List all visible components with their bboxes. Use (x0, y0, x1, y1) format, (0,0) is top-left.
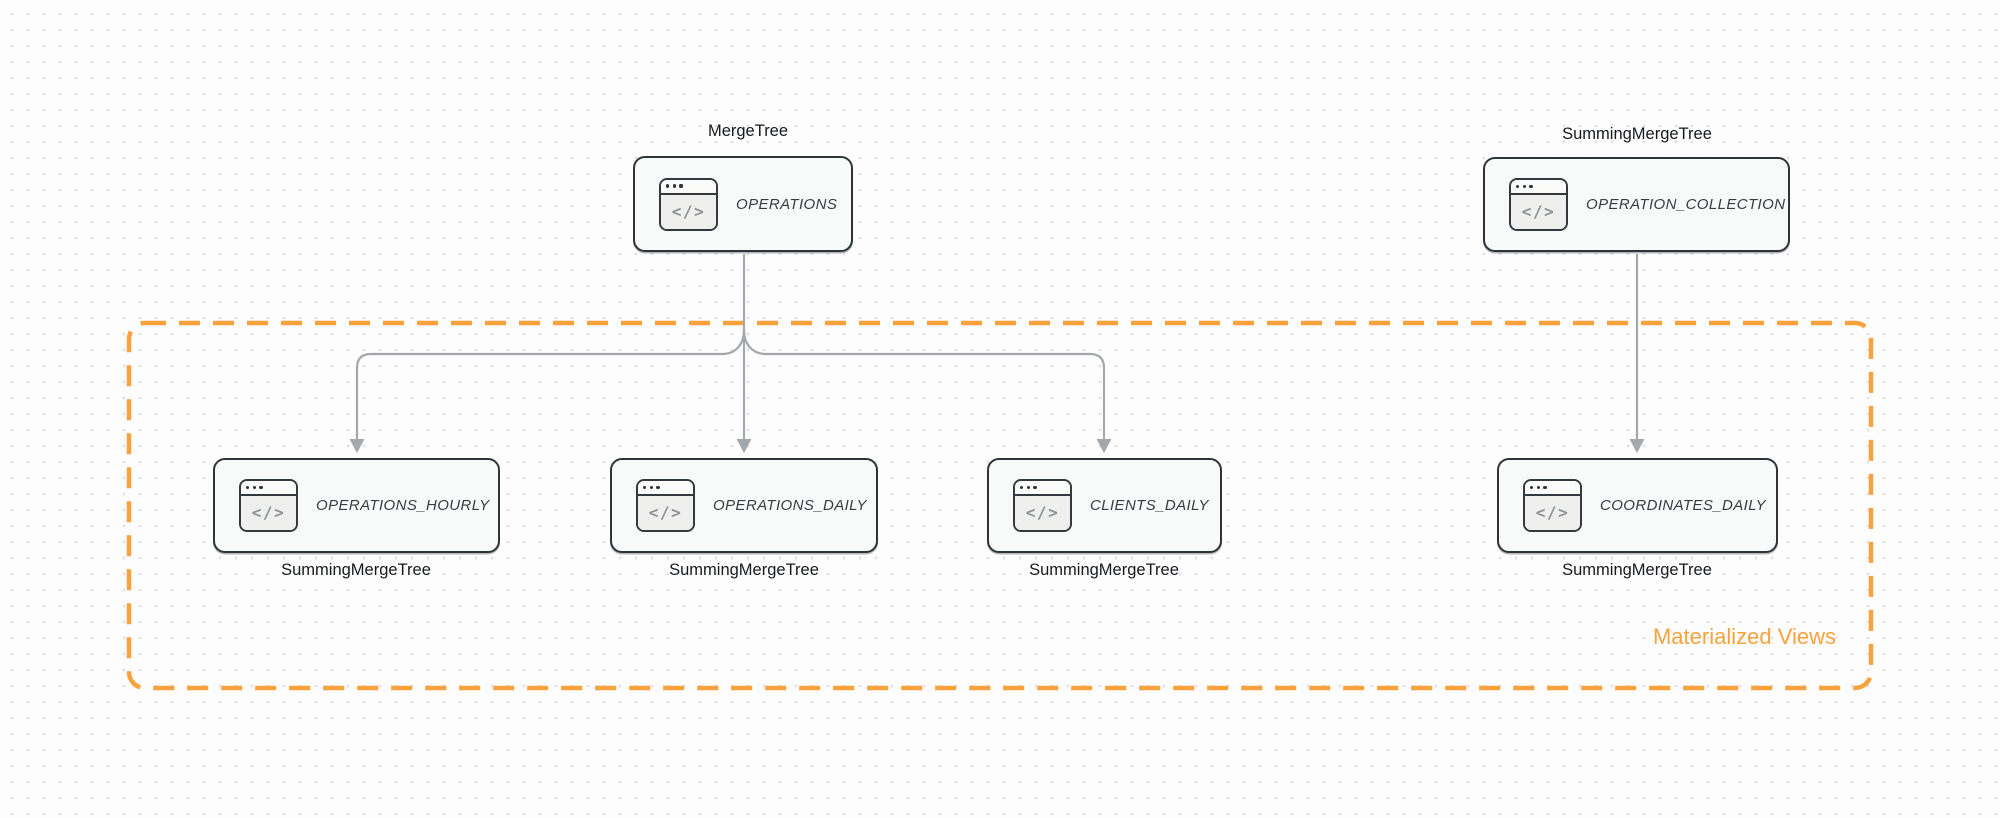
window-dots-icon (661, 179, 716, 195)
code-glyph: </> (1525, 496, 1580, 530)
window-dots-icon (638, 481, 693, 496)
node-title: OPERATION_COLLECTION (1586, 196, 1786, 213)
arrowhead-icon (1629, 439, 1645, 453)
window-dots-icon (1511, 180, 1566, 195)
engine-label-operations-hourly: SummingMergeTree (281, 561, 431, 579)
engine-label-clients-daily: SummingMergeTree (1029, 561, 1179, 579)
code-glyph: </> (1015, 496, 1070, 530)
engine-label-coordinates-daily: SummingMergeTree (1562, 561, 1712, 579)
engine-label-operations-daily: SummingMergeTree (669, 561, 819, 579)
code-glyph: </> (241, 496, 296, 530)
node-title: OPERATIONS_DAILY (713, 497, 867, 514)
code-glyph: </> (661, 194, 716, 229)
node-operations-hourly[interactable]: </> OPERATIONS_HOURLY (213, 458, 500, 553)
code-glyph: </> (638, 496, 693, 530)
node-operations-daily[interactable]: </> OPERATIONS_DAILY (610, 458, 878, 553)
code-window-icon: </> (239, 479, 298, 532)
node-title: COORDINATES_DAILY (1600, 497, 1767, 514)
window-dots-icon (1525, 481, 1580, 496)
code-window-icon: </> (1523, 479, 1582, 532)
arrowhead-icon (349, 439, 365, 453)
connector-operations-to-clients-daily (742, 329, 1112, 453)
arrowhead-icon (736, 439, 752, 453)
connector-operation-collection-to-coordinates-daily (1629, 254, 1645, 453)
node-coordinates-daily[interactable]: </> COORDINATES_DAILY (1497, 458, 1778, 553)
node-title: OPERATIONS_HOURLY (316, 497, 490, 514)
node-operation-collection[interactable]: </> OPERATION_COLLECTION (1483, 157, 1790, 252)
engine-label-operation-collection: SummingMergeTree (1562, 125, 1712, 143)
engine-label-operations: MergeTree (707, 122, 789, 140)
code-window-icon: </> (1509, 178, 1568, 231)
code-glyph: </> (1511, 195, 1566, 229)
materialized-views-group-border (126, 320, 1874, 691)
node-clients-daily[interactable]: </> CLIENTS_DAILY (987, 458, 1222, 553)
arrowhead-icon (1096, 439, 1112, 453)
node-title: OPERATIONS (736, 195, 838, 213)
code-window-icon: </> (636, 479, 695, 532)
code-window-icon: </> (659, 177, 718, 231)
node-title: CLIENTS_DAILY (1090, 497, 1209, 514)
connector-operations-to-operations-daily (736, 254, 752, 453)
node-operations[interactable]: </> OPERATIONS (633, 156, 853, 252)
code-window-icon: </> (1013, 479, 1072, 532)
connector-operations-to-operations-hourly (349, 329, 746, 453)
materialized-views-group-label: Materialized Views (1652, 624, 1836, 649)
window-dots-icon (241, 481, 296, 496)
window-dots-icon (1015, 481, 1070, 496)
